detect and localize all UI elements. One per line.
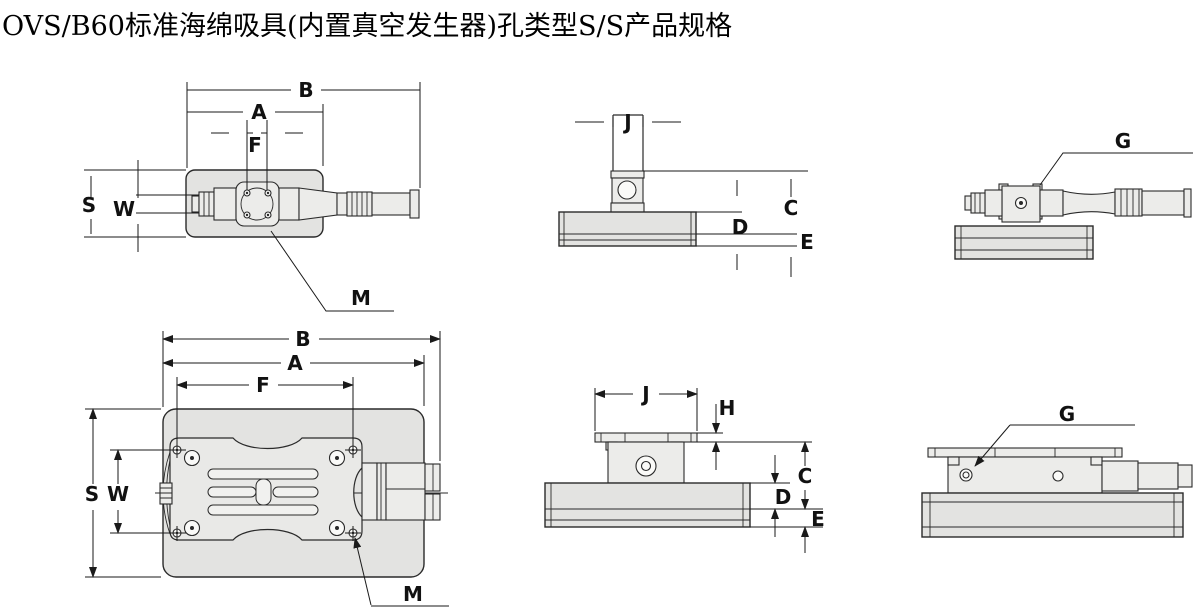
side-connector (361, 462, 441, 521)
dim-label-d: D (732, 215, 749, 239)
dim-label-d: D (775, 485, 792, 509)
dim-label-g: G (1115, 129, 1131, 153)
dim-label-b: B (295, 327, 310, 351)
sponge-pad (954, 225, 1094, 260)
leader-M (353, 537, 372, 606)
top-mount-plate (927, 447, 1123, 458)
dim-label-s: S (82, 193, 96, 217)
dim-label-w: W (107, 482, 129, 506)
dimensions-top-front: J C D E (575, 110, 814, 277)
dimensions-bottom-plan: B A F S W M (85, 327, 449, 607)
dim-label-c: C (784, 196, 799, 220)
dim-label-w: W (113, 197, 135, 221)
view-top-side: G (954, 129, 1193, 260)
dim-label-h: H (719, 396, 736, 420)
dim-label-m: M (403, 582, 423, 606)
sponge-pad (558, 211, 697, 247)
ejector-assembly (191, 181, 420, 227)
mounting-screws (243, 189, 272, 219)
dim-label-j: J (622, 110, 631, 134)
view-top-plan: B A F S W M (82, 78, 421, 312)
leader-G (1039, 152, 1193, 186)
dim-label-f: F (256, 373, 270, 397)
side-connector (1101, 460, 1193, 492)
ribbed-fitting (1114, 188, 1143, 217)
dimensions-top-side: G (1039, 129, 1193, 186)
dim-label-g: G (1059, 402, 1075, 426)
view-bottom-side: G (921, 402, 1193, 538)
ejector-assembly (964, 183, 1192, 223)
ribbed-fitting (346, 191, 373, 217)
dim-label-e: E (800, 230, 814, 254)
port-hole (617, 180, 637, 200)
dimensions-bottom-front: J H C D E (594, 382, 825, 553)
dim-label-f: F (248, 133, 262, 157)
dim-label-m: M (351, 286, 371, 310)
view-bottom-plan: B A F S W M (85, 327, 449, 607)
dim-label-a: A (251, 100, 267, 124)
dimensions-bottom-side: G (974, 402, 1135, 467)
leader-M (270, 230, 394, 312)
suction-slots (207, 468, 319, 516)
top-mount-plate (594, 432, 698, 443)
sponge-pad (921, 492, 1184, 538)
dim-label-c: C (798, 464, 813, 488)
page-title: OVS/B60标准海绵吸具(内置真空发生器)孔类型S/S产品规格 (2, 11, 733, 42)
dimensions-top-plan: B A F S W M (82, 78, 421, 312)
view-top-front: J C D E (558, 110, 814, 277)
dim-label-b: B (298, 78, 313, 102)
dim-label-a: A (287, 351, 303, 375)
dim-label-j: J (640, 382, 649, 406)
view-bottom-front: J H C D E (544, 382, 825, 553)
dim-label-s: S (85, 482, 99, 506)
mounting-screws (183, 449, 346, 537)
dim-label-e: E (811, 507, 825, 531)
mounting-plate (235, 181, 280, 227)
leader-G (974, 424, 1011, 467)
